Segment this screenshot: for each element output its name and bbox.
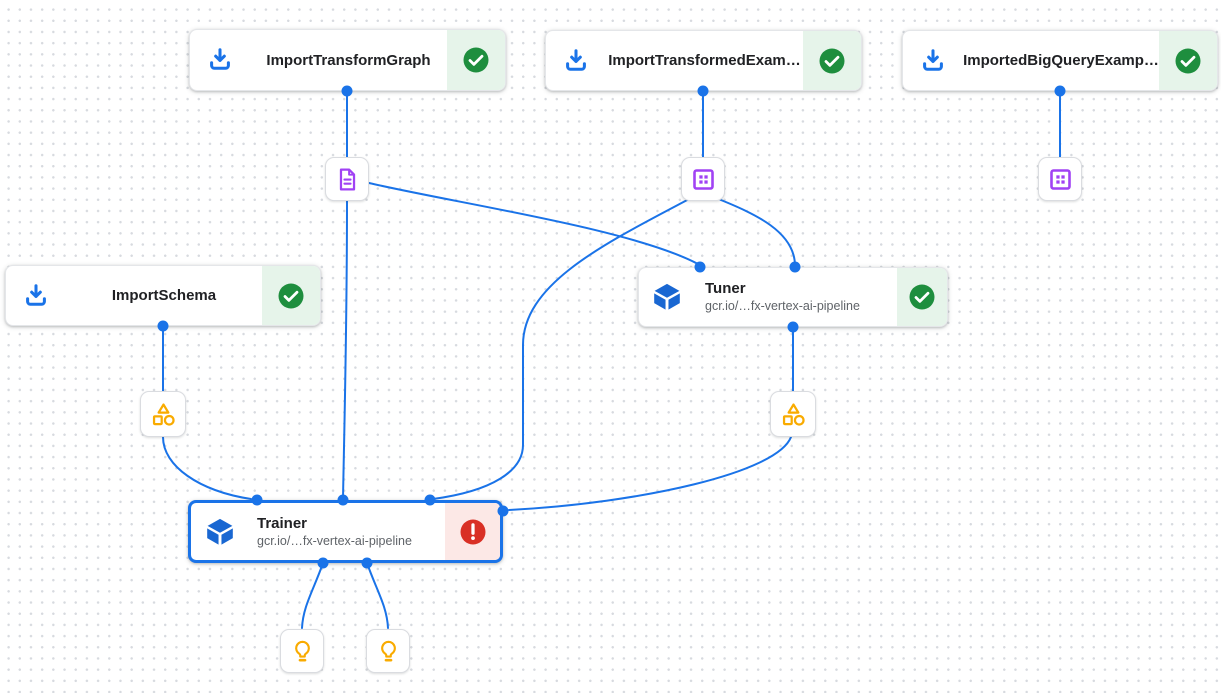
node-subtitle: gcr.io/…fx-vertex-ai-pipeline bbox=[257, 533, 412, 548]
dataset-icon bbox=[1049, 168, 1071, 190]
download-icon bbox=[546, 47, 606, 75]
node-label: ImportTransformGraph bbox=[266, 51, 431, 69]
node-import-schema[interactable]: ImportSchema bbox=[5, 265, 321, 326]
node-import-transformed-examples[interactable]: ImportTransformedExam… bbox=[545, 30, 862, 91]
container-cube-icon bbox=[639, 281, 695, 313]
artifact-model-right[interactable] bbox=[366, 629, 410, 673]
edge bbox=[715, 197, 796, 267]
error-circle-icon bbox=[460, 519, 485, 544]
status-success-badge bbox=[803, 31, 861, 90]
check-circle-icon bbox=[278, 283, 304, 308]
edge bbox=[508, 436, 792, 511]
node-tuner[interactable]: Tuner gcr.io/…fx-vertex-ai-pipeline bbox=[638, 267, 948, 327]
dataset-icon bbox=[692, 168, 714, 190]
schema-category-icon bbox=[152, 402, 175, 426]
status-success-badge bbox=[262, 266, 320, 325]
schema-category-icon bbox=[782, 402, 805, 426]
lightbulb-icon bbox=[294, 640, 310, 662]
status-error-badge bbox=[445, 503, 500, 560]
node-subtitle: gcr.io/…fx-vertex-ai-pipeline bbox=[705, 299, 860, 313]
edge bbox=[301, 562, 324, 629]
node-label: ImportSchema bbox=[111, 287, 217, 304]
edge bbox=[366, 562, 389, 629]
artifact-schema-left[interactable] bbox=[140, 391, 186, 437]
node-trainer[interactable]: Trainer gcr.io/…fx-vertex-ai-pipeline bbox=[188, 500, 503, 563]
edge bbox=[162, 436, 252, 500]
check-circle-icon bbox=[1175, 48, 1201, 73]
download-icon bbox=[190, 46, 250, 74]
edge bbox=[342, 200, 348, 500]
node-label: ImportedBigQueryExamp… bbox=[963, 52, 1159, 69]
artifact-transformed-examples[interactable] bbox=[681, 157, 725, 201]
artifact-transform-graph[interactable] bbox=[325, 157, 369, 201]
node-imported-big-query-examples[interactable]: ImportedBigQueryExamp… bbox=[902, 30, 1218, 91]
check-circle-icon bbox=[909, 284, 935, 310]
status-success-badge bbox=[1159, 31, 1217, 90]
document-icon bbox=[339, 167, 355, 191]
status-success-badge bbox=[897, 268, 947, 326]
status-success-badge bbox=[447, 30, 505, 90]
artifact-bigquery-examples[interactable] bbox=[1038, 157, 1082, 201]
container-cube-icon bbox=[191, 516, 249, 548]
edge bbox=[368, 182, 699, 265]
node-label: ImportTransformedExam… bbox=[608, 52, 801, 69]
node-label: Trainer bbox=[257, 514, 308, 532]
node-import-transform-graph[interactable]: ImportTransformGraph bbox=[189, 29, 506, 91]
check-circle-icon bbox=[819, 48, 845, 73]
node-label: Tuner bbox=[705, 280, 746, 297]
artifact-model-left[interactable] bbox=[280, 629, 324, 673]
download-icon bbox=[903, 47, 963, 75]
lightbulb-icon bbox=[380, 640, 396, 662]
edge bbox=[432, 197, 692, 500]
artifact-schema-right[interactable] bbox=[770, 391, 816, 437]
download-icon bbox=[6, 282, 66, 310]
check-circle-icon bbox=[463, 47, 489, 73]
